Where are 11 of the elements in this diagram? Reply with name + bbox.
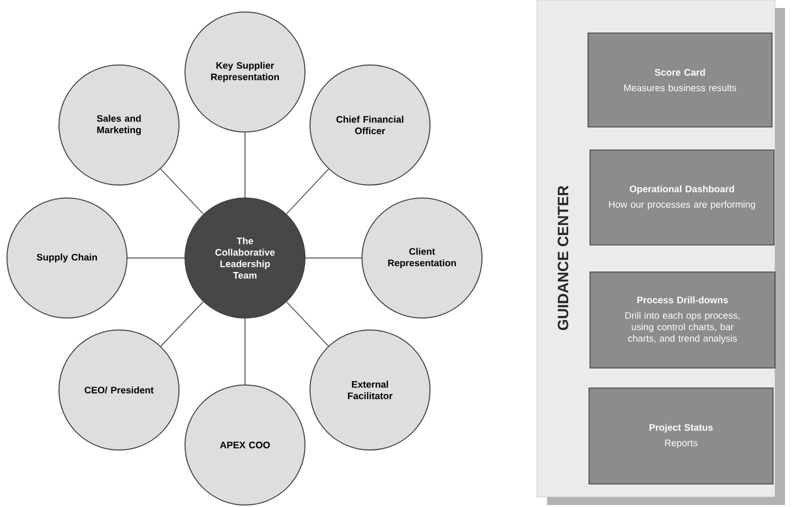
vertical-heading: GUIDANCE CENTER [558, 186, 568, 330]
connector-line [160, 301, 204, 347]
connector-line [244, 132, 246, 198]
info-box: Process Drill-downs Drill into each ops process, using control charts, bar charts, and trend analysis [590, 272, 776, 368]
connector-line [286, 301, 329, 347]
info-box: Score Card Measures business results [588, 32, 772, 128]
connector-line [244, 318, 246, 385]
connector-line [286, 168, 330, 214]
info-box: Project Status Reports [588, 388, 774, 484]
connector-line [160, 168, 204, 215]
info-box: Operational Dashboard How our processes are performing [590, 150, 774, 246]
